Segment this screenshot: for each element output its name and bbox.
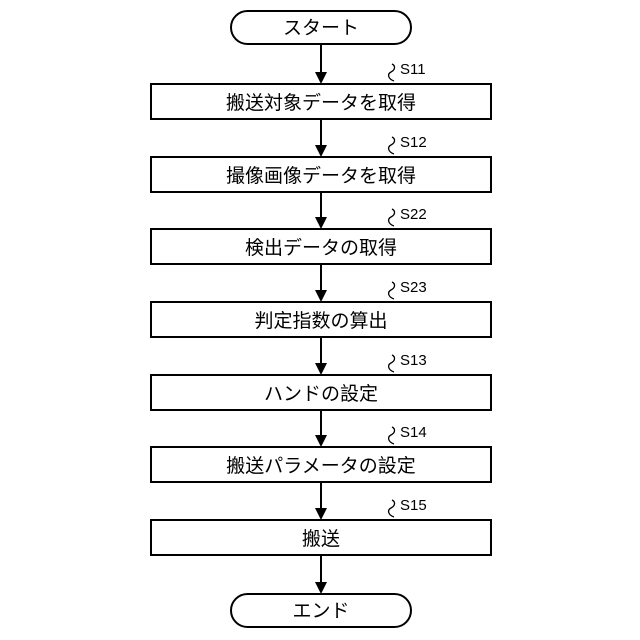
arrowhead-s14	[315, 435, 327, 447]
step-label-leader	[389, 282, 395, 299]
start-label: スタート	[283, 17, 359, 39]
step-label-leader	[389, 209, 395, 226]
step-label: S12	[400, 134, 427, 151]
arrowhead-s22	[315, 217, 327, 229]
step-text: 搬送	[302, 528, 340, 550]
step-text: ハンドの設定	[264, 383, 378, 405]
step-text: 搬送対象データを取得	[226, 92, 416, 114]
step-text: 撮像画像データを取得	[226, 165, 416, 187]
step-label: S15	[400, 497, 427, 514]
arrowhead-s23	[315, 290, 327, 302]
arrowhead-end	[315, 582, 327, 594]
step-label-leader	[389, 427, 395, 444]
step-label-leader	[389, 137, 395, 154]
arrowhead-s11	[315, 72, 327, 84]
step-label: S11	[400, 61, 426, 78]
arrowhead-s15	[315, 508, 327, 520]
step-text: 判定指数の算出	[254, 310, 387, 332]
step-label: S22	[400, 206, 427, 223]
start-terminal: スタート	[231, 11, 411, 44]
step-text: 検出データの取得	[245, 237, 397, 259]
step-label: S14	[400, 424, 427, 441]
end-terminal: エンド	[231, 594, 411, 627]
step-label-leader	[389, 500, 395, 517]
arrowhead-s13	[315, 363, 327, 375]
step-label: S23	[400, 279, 427, 296]
step-label-leader	[389, 355, 395, 372]
step-label: S13	[400, 352, 427, 369]
step-text: 搬送パラメータの設定	[226, 455, 415, 477]
end-label: エンド	[292, 600, 349, 622]
arrowhead-s12	[315, 145, 327, 157]
step-label-leader	[389, 64, 395, 81]
